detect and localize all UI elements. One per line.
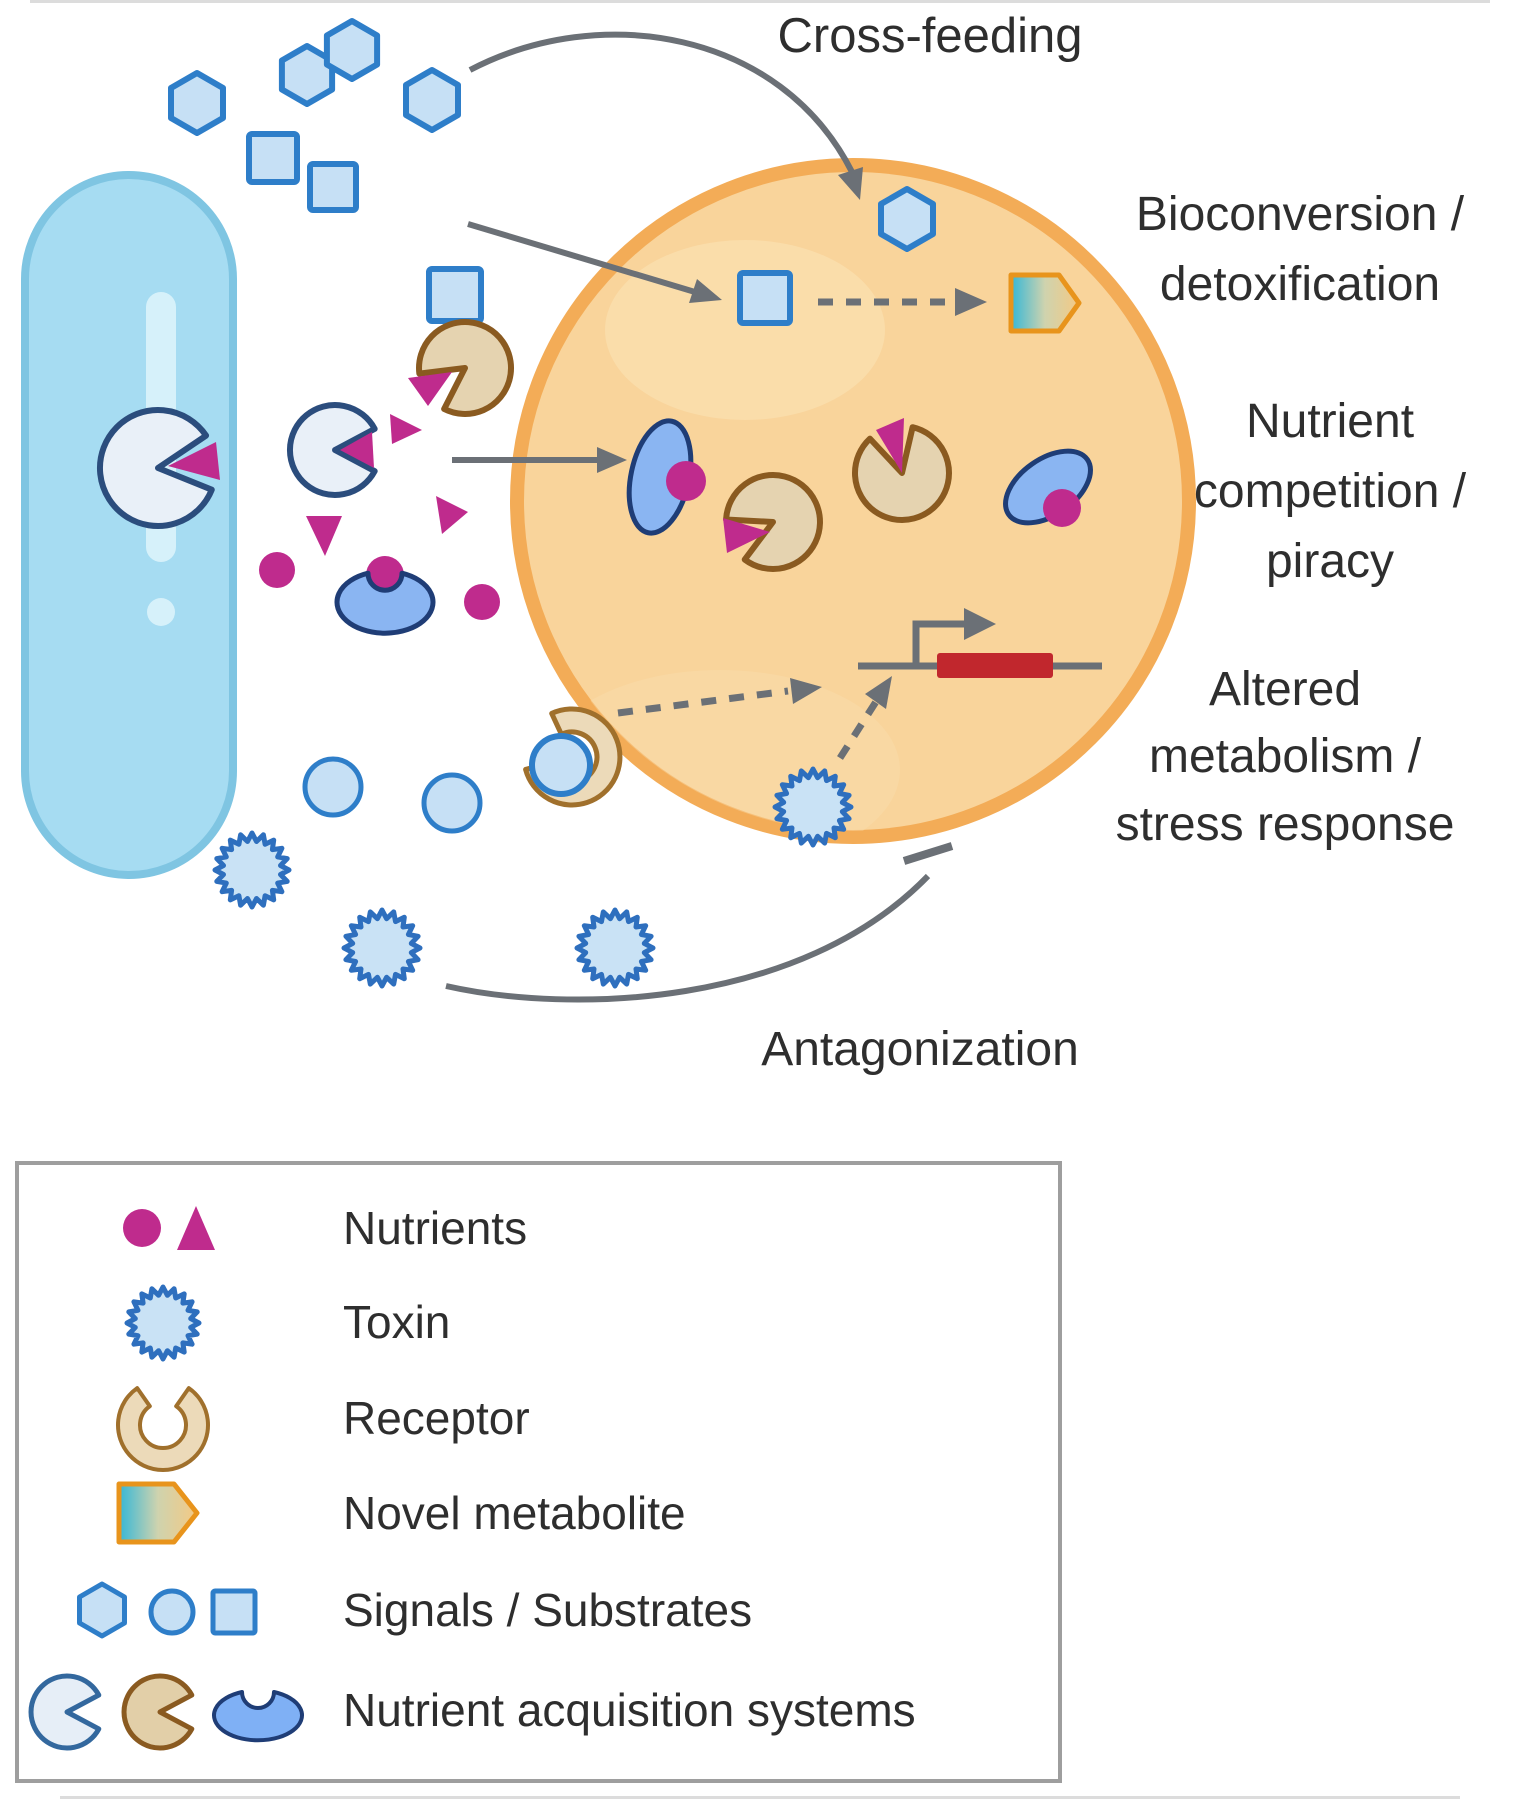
- legend-label-novel-metabolite: Novel metabolite: [343, 1487, 686, 1539]
- square-substrate-icon: [246, 131, 300, 185]
- novel-metabolite-icon: [1008, 272, 1082, 334]
- toxin-icon: [212, 830, 292, 910]
- nutrient-circle-icon: [1043, 489, 1081, 527]
- rod-bacterium: [21, 171, 237, 879]
- intracellular-shapes: [626, 186, 1102, 678]
- nutrient-triangle-icon: [390, 414, 422, 444]
- nutrient-circle-icon: [464, 584, 500, 620]
- label-bioconversion-2: detoxification: [1160, 258, 1440, 311]
- gene-expression-symbol: [858, 608, 1102, 678]
- toxin-icon: [124, 1284, 202, 1362]
- bottom-edge-line: [60, 1796, 1460, 1799]
- square-substrate-icon: [307, 161, 359, 213]
- toxin-icon: [574, 907, 656, 989]
- cross-feeding-arrow: [468, 31, 855, 174]
- arrows: [445, 31, 987, 1003]
- arrowhead-icon: [865, 676, 892, 709]
- legend-label-nutrients: Nutrients: [343, 1202, 527, 1254]
- circle-signal-icon: [302, 756, 364, 818]
- gene-box: [937, 653, 1053, 678]
- hexagon-signal-icon: [168, 70, 226, 136]
- arrowhead-icon: [790, 678, 822, 704]
- legend-label-toxin: Toxin: [343, 1296, 450, 1348]
- pacman-acquisition-icon: [287, 402, 378, 498]
- circle-signal-icon: [529, 733, 593, 797]
- toxin-icon: [341, 907, 423, 989]
- nutrient-triangle-icon: [340, 432, 374, 468]
- nutrient-acquisition-icon: [28, 1673, 304, 1751]
- circle-signal-icon: [421, 772, 483, 834]
- legend: Nutrients Toxin Receptor Novel metabolit…: [15, 1161, 1062, 1783]
- signal-molecules-outside: [168, 18, 484, 834]
- nutrient-triangle-icon: [723, 518, 770, 553]
- pacman-tan-icon: [416, 318, 515, 417]
- arrowhead-icon: [597, 447, 627, 473]
- toxins: [212, 766, 854, 989]
- bowl-acquisition-icon: [334, 570, 436, 636]
- label-cross-feeding: Cross-feeding: [777, 9, 1082, 63]
- square-substrate-icon: [737, 270, 793, 326]
- signal-to-gene-dashed-arrow: [617, 687, 789, 717]
- arrowhead-icon: [689, 279, 722, 303]
- legend-label-nutrient-acquisition: Nutrient acquisition systems: [343, 1684, 916, 1736]
- hexagon-signal-icon: [403, 67, 461, 133]
- arrowhead-icon: [838, 167, 863, 200]
- square-substrate-icon: [426, 266, 484, 324]
- label-nutrient-competition-1: Nutrient: [1246, 395, 1414, 448]
- pacman-acquisition-in-rod: [97, 407, 215, 529]
- signals-substrates-icon: [77, 1581, 258, 1639]
- nutrient-triangle-icon: [876, 418, 904, 473]
- rod-highlight-dot: [147, 598, 175, 626]
- toxin-on-membrane-icon: [772, 766, 854, 848]
- nutrient-triangle-icon: [168, 442, 220, 480]
- nutrient-triangle-icon: [306, 516, 342, 556]
- pacman-tan-icon: [852, 424, 952, 523]
- substrate-import-arrow: [467, 221, 696, 295]
- membrane-receptor: [523, 706, 623, 808]
- legend-label-receptor: Receptor: [343, 1392, 530, 1444]
- label-nutrient-competition-2: competition /: [1194, 465, 1467, 518]
- arrowhead-icon: [955, 288, 987, 316]
- hexagon-signal-icon: [878, 186, 936, 252]
- nutrient-circle-icon: [259, 552, 295, 588]
- toxin-to-gene-dashed-arrow: [837, 695, 882, 760]
- legend-box: [15, 1161, 1062, 1783]
- label-altered-metabolism-1: Altered: [1209, 663, 1361, 716]
- label-antagonization: Antagonization: [761, 1023, 1079, 1076]
- antagonization-curve: [445, 873, 931, 1003]
- secreted-acquisition-systems: [259, 318, 515, 636]
- cell-highlight: [605, 240, 885, 420]
- novel-metabolite-icon: [116, 1481, 200, 1545]
- top-edge-line: [30, 0, 1490, 3]
- nutrient-triangle-icon: [436, 496, 468, 534]
- nutrients-icon: [123, 1209, 161, 1247]
- pacman-tan-icon: [723, 472, 823, 572]
- inhibition-bar-icon: [902, 842, 954, 865]
- hexagon-signal-icon: [323, 18, 381, 82]
- label-bioconversion-1: Bioconversion /: [1136, 188, 1465, 241]
- nutrients-icon: [177, 1206, 215, 1250]
- nutrient-triangle-icon: [408, 372, 452, 406]
- label-altered-metabolism-2: metabolism /: [1149, 730, 1422, 783]
- receptor-icon: [116, 1386, 210, 1472]
- process-labels: Cross-feeding Bioconversion / detoxifica…: [761, 9, 1467, 1076]
- legend-label-signals-substrates: Signals / Substrates: [343, 1584, 752, 1636]
- label-altered-metabolism-3: stress response: [1116, 798, 1455, 851]
- label-nutrient-competition-3: piracy: [1266, 535, 1394, 588]
- nutrient-circle-icon: [666, 461, 706, 501]
- promoter-arrow-icon: [964, 608, 996, 640]
